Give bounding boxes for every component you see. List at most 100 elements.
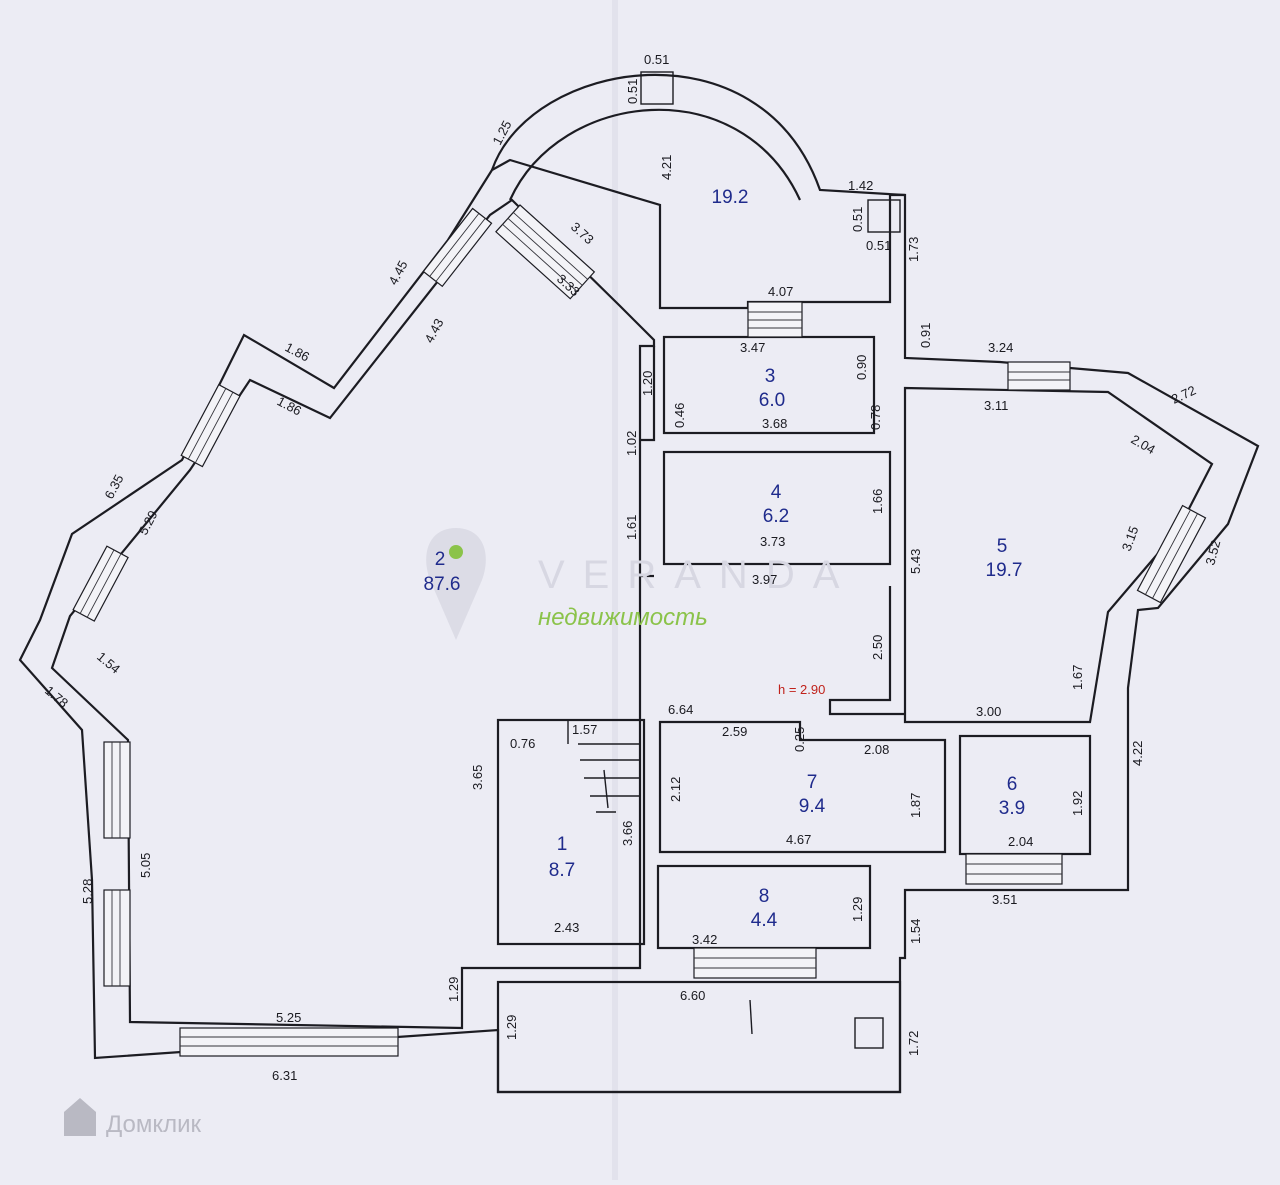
window-south [179,1027,399,1057]
window-left-lower [72,545,129,622]
bay-chimney-right [867,199,901,233]
dim: 2.43 [554,920,579,935]
domclick-logo-text: Домклик [106,1111,202,1138]
outer-walls [18,73,1260,1094]
room-4-area: 6.2 [763,506,789,527]
room-7-walls [658,720,947,854]
dim: 0.51 [850,207,865,232]
dim: 1.87 [908,793,923,818]
dim: 0.78 [868,405,883,430]
inner-rooms [496,71,1214,1094]
window-room6 [965,853,1063,885]
dim: 6.64 [668,702,693,717]
domclick-logo: Домклик [64,1098,202,1138]
room-8-area: 4.4 [751,910,778,931]
room-5-walls [903,386,1214,724]
dim: 3.00 [976,704,1001,719]
bay-room-area: 19.2 [712,187,749,208]
porch-chimney [854,1017,884,1049]
dim: 0.76 [510,736,535,751]
dim: 2.12 [668,777,683,802]
room-4-walls [662,450,892,566]
dim: 0.46 [672,403,687,428]
dim: 1.61 [624,515,639,540]
dim: 3.68 [762,416,787,431]
room-2-number: 2 [435,549,446,570]
dim: 0.51 [644,52,669,67]
porch-tick [749,999,753,1035]
room-7-number: 7 [807,772,818,793]
dim: 2.08 [864,742,889,757]
dim: 1.54 [908,919,923,944]
room-8-number: 8 [759,886,770,907]
dim: 0.25 [792,727,807,752]
bay-chimney-left [640,71,674,105]
dim: 1.20 [640,371,655,396]
dim: 6.31 [272,1068,297,1083]
dim: 3.11 [984,398,1008,413]
dim: 5.28 [80,879,95,904]
dim: 3.51 [992,892,1017,907]
dim: 2.59 [722,724,747,739]
room-3-area: 6.0 [759,390,785,411]
room-1-area: 8.7 [549,860,575,881]
dim: 0.51 [866,238,891,253]
ceiling-height: h = 2.90 [778,682,825,697]
room-labels: 1 8.7 2 87.6 3 6.0 4 6.2 5 19.7 6 3.9 7 … [424,187,1026,931]
dim: 1.42 [848,178,873,193]
dim: 1.67 [1070,665,1085,690]
room-7-area: 9.4 [799,796,826,817]
pin-dot-icon [449,545,463,559]
dim: 3.47 [740,340,765,355]
room-5-number: 5 [997,536,1008,557]
dim: 1.73 [906,237,921,262]
hall-partition [640,346,656,578]
dim: 1.57 [572,722,597,737]
window-left-upper [422,207,493,288]
room-5-area: 19.7 [986,560,1023,581]
dim: 3.73 [760,534,785,549]
window-left-mid [180,383,241,468]
dim: 1.29 [850,897,865,922]
dim: 1.66 [870,489,885,514]
dim: 4.07 [768,284,793,299]
paper-fold [612,0,618,1180]
dim: 5.05 [138,853,153,878]
dim: 1.92 [1070,791,1085,816]
room-1-number: 1 [557,834,568,855]
watermark-subtitle: недвижимость [538,604,708,631]
dim: 1.29 [446,977,461,1002]
dim: 5.43 [908,549,923,574]
dim: 3.66 [620,821,635,846]
dim: 3.97 [752,572,777,587]
room-1-walls [496,718,646,946]
window-stair [495,204,596,300]
hall-column [828,586,905,716]
windows [72,204,1207,1057]
watermark-brand: VERANDA [538,553,857,597]
window-room8 [693,947,817,979]
dim: 3.42 [692,932,717,947]
dim: 4.67 [786,832,811,847]
house-logo-icon [64,1098,96,1136]
room-2-area: 87.6 [424,574,461,595]
dim: 1.02 [624,431,639,456]
room-6-number: 6 [1007,774,1018,795]
dim: 0.51 [625,79,640,104]
window-room5-side [1136,504,1207,604]
dim: 1.29 [504,1015,519,1040]
dim: 1.72 [906,1031,921,1056]
window-west [103,741,131,987]
dim: 3.65 [470,765,485,790]
dim: 0.91 [918,323,933,348]
watermark: VERANDA недвижимость [426,528,857,640]
porch-walls [496,980,902,1094]
pin-logo-icon [426,528,486,640]
dim: 6.60 [680,988,705,1003]
room-4-number: 4 [771,482,782,503]
dim: 0.90 [854,355,869,380]
staircase [567,720,640,813]
dim: 2.50 [870,635,885,660]
